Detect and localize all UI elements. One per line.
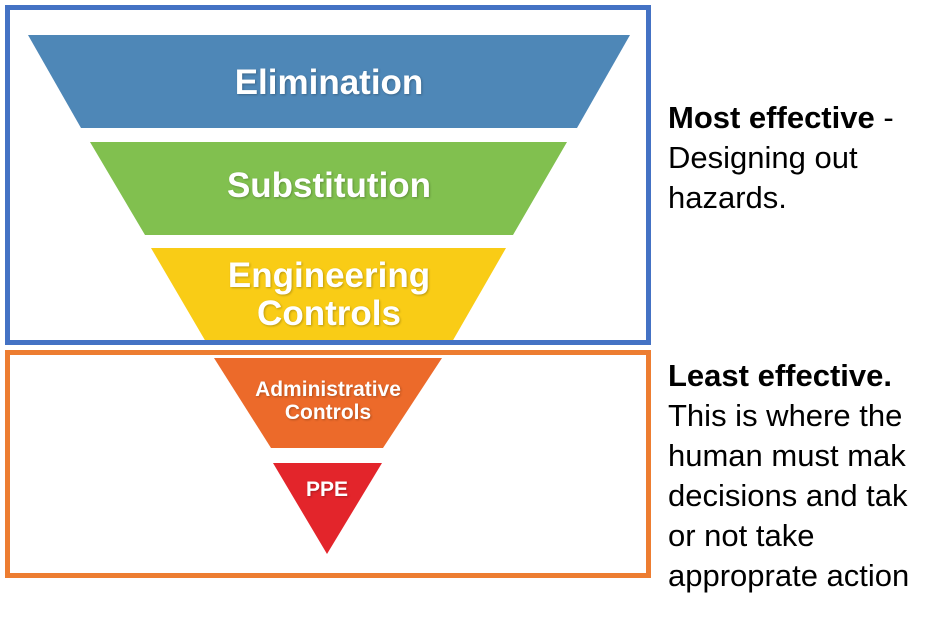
note-line: hazards. [668, 180, 787, 215]
note-suffix: - [874, 100, 894, 135]
note-lead: Most effective [668, 100, 875, 135]
level-line: PPE [305, 478, 349, 501]
least-effective-note: Least effective. This is where the human… [668, 356, 930, 596]
level-label-administrative: Administrative Controls [227, 378, 429, 424]
note-line: decisions and tak [668, 478, 908, 513]
level-label-substitution: Substitution [160, 167, 498, 205]
note-line: human must mak [668, 438, 906, 473]
note-heading: Most effective - [668, 98, 930, 138]
level-band-administrative [214, 358, 442, 448]
level-line: Substitution [226, 166, 432, 205]
level-band-substitution [90, 142, 567, 235]
level-label-elimination: Elimination [130, 64, 528, 102]
level-line: Controls [257, 293, 401, 333]
level-band-ppe [273, 463, 382, 554]
note-line: or not take [668, 518, 815, 553]
note-line: This is where the [668, 398, 903, 433]
level-line: Engineering [227, 256, 431, 295]
level-line: Controls [284, 400, 372, 424]
level-band-engineering [151, 248, 506, 342]
level-line: Administrative [255, 378, 401, 401]
level-label-engineering: Engineering Controls [190, 257, 468, 333]
most-effective-note: Most effective - Designing out hazards. [668, 98, 930, 218]
note-line: Designing out [668, 140, 858, 175]
level-label-ppe: PPE [287, 478, 367, 502]
level-band-elimination [28, 35, 630, 128]
level-line: Elimination [234, 63, 424, 102]
note-line: approprate action [668, 558, 910, 593]
least-effective-frame [5, 350, 651, 578]
most-effective-frame [5, 5, 651, 345]
note-lead: Least effective. [668, 358, 892, 393]
